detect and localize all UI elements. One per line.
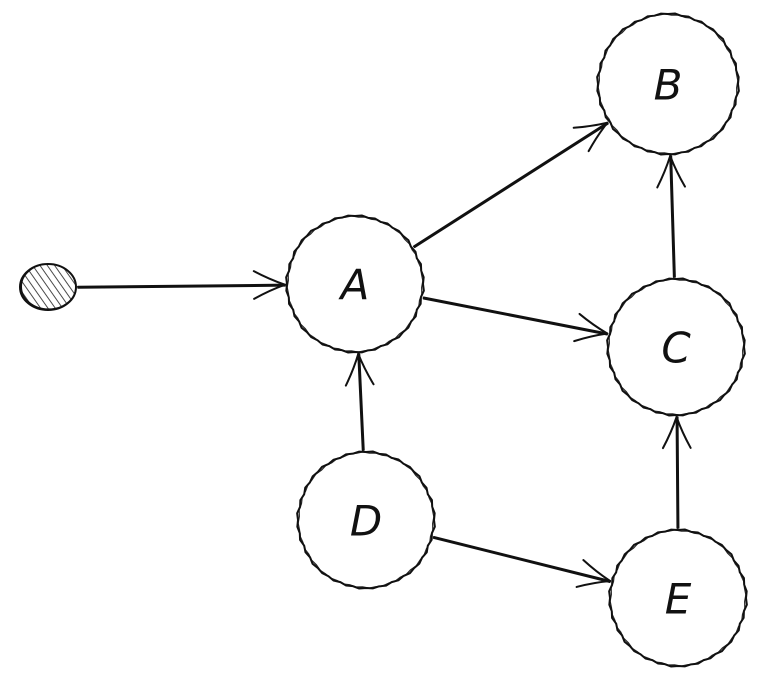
arrowhead-barb-left (572, 121, 609, 129)
node-label: A (338, 261, 370, 310)
edge-line (432, 535, 612, 583)
edge-line (675, 416, 679, 529)
arrowhead-barb-left (578, 312, 609, 335)
edge-line-echo (422, 297, 608, 336)
edge-A-to-C (422, 296, 609, 343)
arrowhead-barb-right (675, 416, 692, 449)
arrowhead-barb-left (656, 154, 672, 189)
edge-line (669, 154, 675, 279)
node-circle-echo (297, 451, 435, 589)
node-label: C (661, 324, 691, 373)
node-fill (611, 531, 745, 665)
arrowhead-barb-right (253, 283, 286, 300)
node-fill (299, 453, 433, 587)
node-circle-echo (597, 13, 739, 155)
edge-E-to-C (661, 416, 692, 529)
arrowhead-barb-right (357, 352, 375, 386)
edge-line (357, 352, 364, 452)
node-label: D (350, 497, 382, 546)
edge-A-to-B (412, 121, 609, 249)
node-circle-echo (609, 529, 747, 667)
node-label: B (654, 61, 683, 110)
edge-line-echo (413, 122, 609, 249)
start-layer (19, 263, 77, 311)
node-fill (288, 217, 422, 351)
edge-line-echo (358, 353, 365, 451)
arrowhead-barb-left (344, 352, 360, 387)
node-b: B (596, 12, 740, 156)
node-e: E (608, 528, 748, 668)
arrowhead-barb-right (587, 121, 609, 153)
edge-line-echo (676, 416, 680, 529)
node-label: E (665, 575, 692, 624)
edge-line (422, 296, 609, 335)
arrowhead-barb-left (252, 270, 286, 286)
edge-line-echo (77, 285, 286, 289)
node-fill (609, 280, 743, 414)
node-fill (599, 15, 737, 153)
arrowhead-barb-left (582, 559, 612, 583)
nodes-layer: A B C D E (285, 12, 748, 668)
arrowhead-barb-left (661, 416, 678, 450)
edge-D-to-E (432, 535, 612, 588)
edge-line (77, 283, 286, 288)
node-d: D (296, 450, 436, 590)
arrowhead-barb-right (575, 580, 612, 588)
node-c: C (606, 277, 746, 417)
node-a: A (285, 214, 425, 354)
edge-start-to-A (77, 270, 286, 300)
start-state-outline (20, 263, 77, 310)
node-circle-echo (286, 215, 424, 353)
node-circle-echo (607, 278, 745, 416)
edge-line-echo (670, 155, 676, 278)
edge-line-echo (432, 537, 611, 583)
edge-line (412, 121, 609, 248)
edge-D-to-A (344, 352, 375, 452)
arrowhead-barb-right (669, 154, 686, 188)
edge-C-to-B (656, 154, 686, 279)
arrowhead-barb-right (573, 332, 609, 343)
start-state-marker (19, 263, 77, 311)
edges-layer (77, 121, 692, 588)
